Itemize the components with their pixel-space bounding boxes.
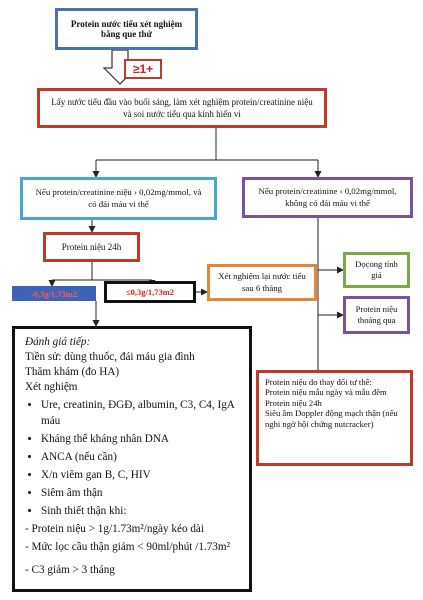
eval-criterion: - C3 giảm > 3 tháng: [25, 564, 115, 577]
orthostatic-text: Dọc̣ong tính giả: [355, 258, 398, 280]
le-branch-box: ≤0,3g/1,73m2: [104, 281, 196, 303]
gt-branch-text: ›0,3g/1,73m2: [30, 288, 78, 299]
orthostatic-box: Dọc̣ong tính giả: [343, 252, 410, 288]
retest-box: Xét nghiệm lại nước tiểu sau 6 tháng: [207, 264, 317, 301]
variable-line: Protein niệu mẫu ngày và mẫu đêm: [265, 387, 387, 398]
start-text: Protein nước tiểu xét nghiệm bằng que th…: [70, 19, 183, 39]
eval-test-item: Ure, creatinin, ĐGĐ, albumin, C3, C4, Ig…: [41, 398, 239, 428]
low-ratio-text: Nếu protein/creatinine ‹ 0,02mg/mmol, kh…: [258, 185, 397, 208]
start-box: Protein nước tiểu xét nghiệm bằng que th…: [55, 8, 198, 50]
protein-24h-box: Protein niệu 24h: [43, 232, 140, 262]
transient-box: Protein niệu thoáng qua: [343, 296, 410, 334]
eval-test-item: Kháng thể kháng nhân DNA: [41, 432, 239, 447]
gt-branch-box: ›0,3g/1,73m2: [12, 286, 96, 301]
threshold-label: ≥1+: [132, 62, 154, 76]
eval-test-item: ANCA (nếu cần): [41, 450, 239, 465]
eval-test-item: Sinh thiết thận khi:: [41, 504, 239, 519]
sample-text: Lấy nước tiểu đầu vào buổi sáng, làm xét…: [51, 96, 313, 119]
further-evaluation-box: Đánh giá tiếp: Tiền sử: dùng thuốc, đái …: [12, 326, 252, 592]
high-ratio-box: Nếu protein/creatinine niệu › 0,02mg/mmo…: [20, 177, 217, 220]
eval-test-item: Siêm âm thận: [41, 486, 239, 501]
eval-criterion: - Mức lọc cầu thận giảm < 90ml/phút /1.7…: [25, 541, 230, 554]
variable-line: Siêu âm Doppler động mạch thận (nếu nghi…: [265, 408, 398, 429]
eval-criterion: - Protein niệu > 1g/1.73m²/ngày kéo dài: [25, 523, 204, 536]
high-ratio-text: Nếu protein/creatinine niệu › 0,02mg/mmo…: [35, 186, 202, 209]
variable-line: Protein niệu do thay đổi tư thế:: [265, 377, 372, 387]
sample-box: Lấy nước tiểu đầu vào buổi sáng, làm xét…: [37, 88, 327, 128]
variable-line: Protein niệu 24h: [265, 397, 322, 408]
eval-tests-label: Xét nghiệm: [25, 381, 78, 394]
low-ratio-box: Nếu protein/creatinine ‹ 0,02mg/mmol, kh…: [242, 177, 413, 218]
protein-24h-text: Protein niệu 24h: [61, 242, 122, 252]
eval-heading: Đánh giá tiếp:: [25, 336, 91, 348]
variable-proteinuria-box: Protein niệu do thay đổi tư thế: Protein…: [256, 370, 413, 466]
retest-text: Xét nghiệm lại nước tiểu sau 6 tháng: [218, 271, 306, 293]
threshold-box: ≥1+: [124, 59, 162, 79]
le-branch-text: ≤0,3g/1,73m2: [125, 287, 175, 297]
eval-tests-list: Ure, creatinin, ĐGĐ, albumin, C3, C4, Ig…: [25, 398, 239, 519]
eval-test-item: X/n viêm gan B, C, HIV: [41, 468, 239, 483]
eval-history: Tiền sử: dùng thuốc, đái máu gia đình: [25, 351, 195, 364]
eval-exam: Thăm khám (đo HA): [25, 366, 120, 379]
transient-text: Protein niệu thoáng qua: [355, 303, 398, 325]
